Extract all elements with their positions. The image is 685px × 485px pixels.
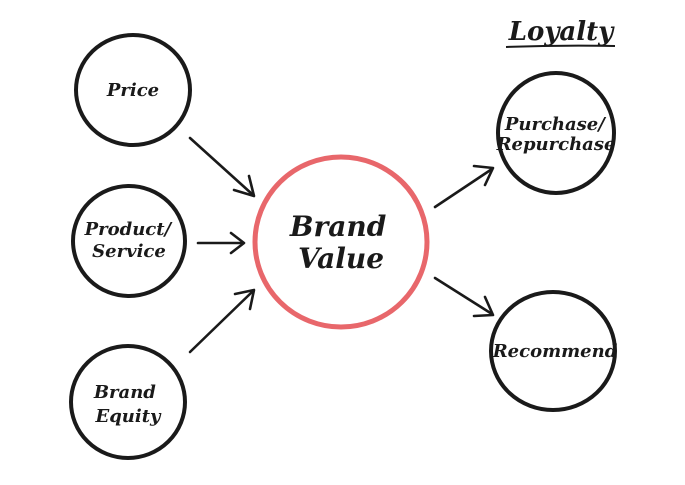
brand-equity-label-line-1: Brand bbox=[93, 382, 156, 403]
arrow-equity-head bbox=[233, 288, 256, 311]
product-service-label-line-2: Service bbox=[92, 241, 166, 262]
brand-equity-circle-stroke bbox=[145, 348, 187, 405]
brand-equity-label-line-2: Equity bbox=[94, 406, 162, 427]
product-service-label-line-1: Product/ bbox=[84, 219, 174, 240]
product-service-circle-stroke bbox=[145, 188, 187, 244]
brand-value-label-line-2: Value bbox=[298, 242, 384, 275]
loyalty-underline bbox=[505, 44, 616, 48]
arrow-equity-to-brand-value bbox=[188, 288, 256, 354]
arrow-brand-value-to-recommend bbox=[433, 276, 495, 318]
arrow-purchase-head bbox=[472, 164, 495, 187]
node-brand-equity: Brand Equity bbox=[69, 344, 187, 460]
recommend-circle-stroke bbox=[571, 293, 617, 355]
recommend-label-line-1: Recommend bbox=[492, 341, 618, 362]
arrow-product-to-brand-value bbox=[196, 231, 246, 255]
price-label-line-1: Price bbox=[106, 80, 159, 101]
arrow-product-head bbox=[229, 231, 246, 255]
arrow-recommend-head bbox=[472, 295, 495, 318]
purchase-circle-stroke bbox=[573, 75, 616, 137]
recommend-label: Recommend bbox=[492, 341, 618, 362]
arrow-equity-shaft bbox=[188, 290, 254, 354]
brand-value-circle-stroke bbox=[366, 158, 429, 248]
arrow-price-shaft bbox=[188, 136, 254, 196]
loyalty-heading: Loyalty bbox=[505, 17, 616, 48]
node-product-service: Product/ Service bbox=[71, 184, 187, 298]
product-service-label: Product/ Service bbox=[84, 219, 178, 262]
node-brand-value: Brand Value bbox=[252, 154, 430, 330]
brand-equity-label: Brand Equity bbox=[93, 382, 162, 427]
brand-value-label-line-1: Brand bbox=[289, 210, 387, 243]
purchase-label-line-2: Repurchase bbox=[496, 134, 616, 155]
arrow-brand-value-to-purchase bbox=[433, 164, 495, 209]
loyalty-title: Loyalty bbox=[508, 17, 615, 47]
price-label: Price bbox=[106, 80, 159, 101]
purchase-label: Purchase/ Repurchase bbox=[496, 114, 616, 155]
purchase-label-line-1: Purchase/ bbox=[504, 114, 607, 135]
brand-value-label: Brand Value bbox=[289, 210, 396, 275]
node-recommend: Recommend bbox=[489, 290, 618, 412]
arrow-price-head bbox=[232, 174, 256, 198]
node-purchase: Purchase/ Repurchase bbox=[496, 71, 616, 195]
arrow-recommend-shaft bbox=[433, 276, 494, 316]
arrow-purchase-shaft bbox=[433, 167, 494, 209]
price-circle-stroke bbox=[149, 37, 192, 93]
node-price: Price bbox=[74, 33, 192, 147]
arrow-price-to-brand-value bbox=[188, 136, 256, 198]
